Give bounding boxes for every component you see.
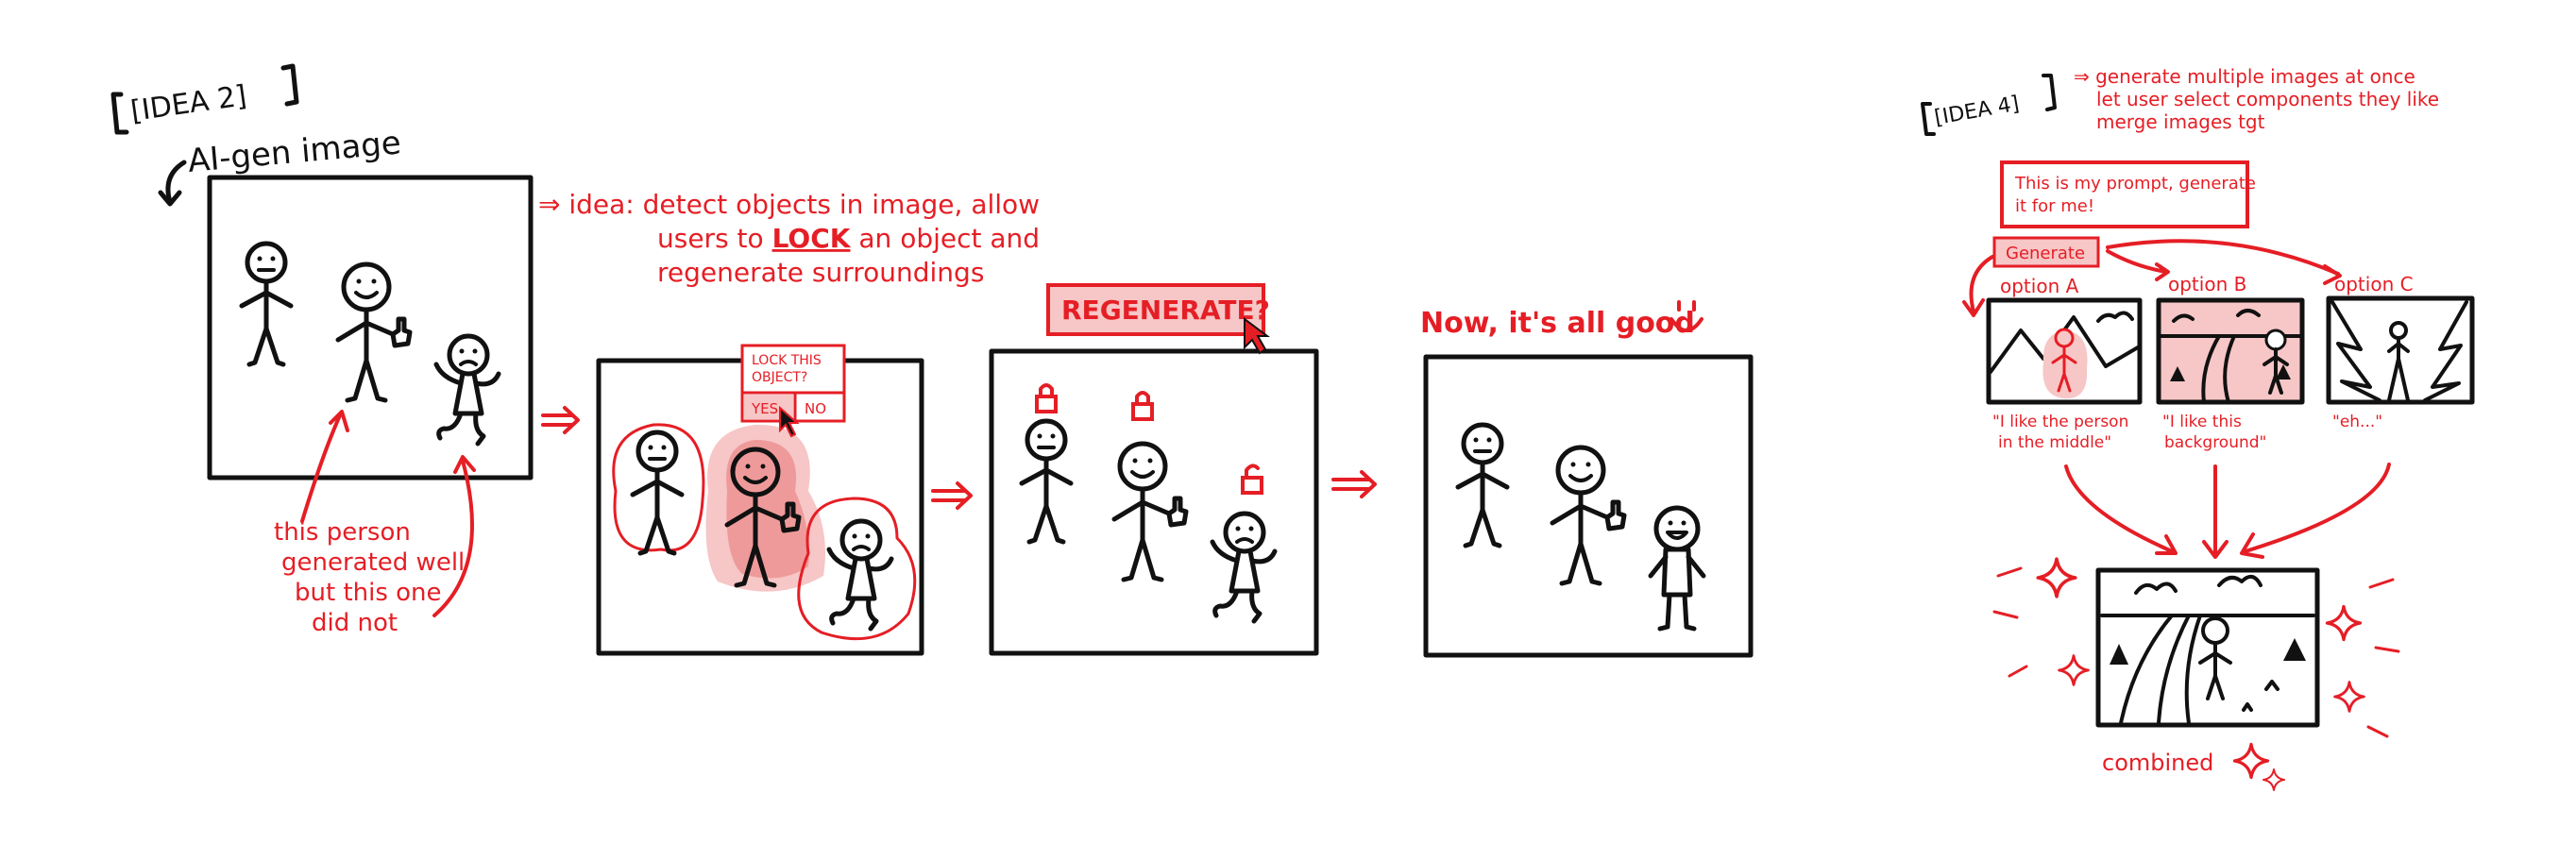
figure-distorted (1212, 514, 1275, 621)
figure-happy-thumbs-up (338, 264, 410, 400)
option-a-quote-line2: in the middle" (1998, 433, 2111, 452)
cursor-icon (779, 405, 800, 438)
flow-arrow-1 (541, 406, 580, 434)
idea2-tag-bracket (110, 63, 299, 135)
generate-arrows (1962, 239, 2342, 317)
svg-text:⇒ idea: detect objects in imag: ⇒ idea: detect objects in image, allow (538, 189, 1040, 220)
idea4-description: ⇒ generate multiple images at once let u… (2074, 65, 2439, 133)
figure-distorted (829, 521, 891, 629)
idea-description: ⇒ idea: detect objects in image, allow u… (538, 189, 1040, 288)
sparkle-group (1992, 557, 2400, 791)
option-a-quote-line1: "I like the person (1992, 413, 2128, 431)
figure-happy-thumbs-up (1114, 444, 1186, 580)
frame-ai-gen-image (207, 175, 534, 481)
popup-no-button[interactable]: NO (805, 400, 826, 417)
merge-arrows (2064, 463, 2391, 559)
figure-neutral (242, 244, 291, 364)
option-b-label: option B (2168, 273, 2246, 295)
option-b-image[interactable] (2156, 297, 2305, 405)
flow-arrow-2 (931, 481, 973, 510)
svg-text:⇒ generate multiple images at: ⇒ generate multiple images at once (2074, 65, 2415, 88)
idea2-tag: [IDEA 2] (128, 79, 248, 128)
pointer-arrow-2 (432, 455, 476, 617)
note-text: this person generated well but this one … (274, 518, 465, 637)
figure-happy-thumbs-up (1552, 447, 1624, 583)
option-b-quote-line1: "I like this (2162, 413, 2242, 431)
locked-padlock-icon (1131, 391, 1154, 421)
combined-label: combined (2102, 750, 2213, 776)
generate-button[interactable]: Generate (1992, 236, 2100, 268)
svg-text:merge images tgt: merge images tgt (2096, 110, 2265, 133)
curved-arrow (158, 160, 187, 207)
svg-text:generated well: generated well (281, 548, 465, 577)
ai-gen-label: AI-gen image (186, 124, 402, 180)
svg-text:users to LOCK an object and: users to LOCK an object and (657, 223, 1040, 254)
locked-padlock-icon (1035, 383, 1058, 413)
unlocked-padlock-icon (1241, 464, 1263, 495)
flow-arrow-3 (1331, 470, 1377, 498)
final-caption: Now, it's all good (1420, 307, 1695, 340)
svg-text:OBJECT?: OBJECT? (752, 370, 807, 385)
figure-distorted (436, 336, 499, 444)
svg-text:but this one: but this one (295, 579, 442, 607)
idea4-tag: [IDEA 4] (1933, 93, 2022, 130)
prompt-text-line2: it for me! (2015, 196, 2094, 216)
svg-text:regenerate surroundings: regenerate surroundings (657, 257, 984, 288)
option-b-quote-line2: background" (2164, 433, 2266, 452)
frame-regenerate (989, 348, 1319, 656)
svg-text:let user select components the: let user select components they like (2096, 88, 2439, 110)
option-c-label: option C (2334, 273, 2414, 295)
option-c-quote-line1: "eh..." (2332, 413, 2382, 431)
combined-image (2095, 567, 2320, 728)
svg-text:this person: this person (274, 518, 411, 547)
prompt-box[interactable]: This is my prompt, generate it for me! (2000, 160, 2256, 228)
option-c-image[interactable] (2326, 295, 2475, 405)
prompt-text-line1: This is my prompt, generate (2014, 174, 2256, 194)
pointer-arrow-1 (300, 410, 349, 523)
regenerate-button[interactable]: REGENERATE? (1046, 283, 1270, 336)
regenerate-label: REGENERATE? (1061, 295, 1270, 326)
option-a-image[interactable] (1986, 297, 2143, 405)
figure-neutral (633, 432, 682, 553)
svg-text:LOCK THIS: LOCK THIS (752, 353, 822, 368)
popup-yes-label: YES (751, 400, 778, 417)
cursor-icon (1244, 317, 1270, 355)
frame-final-result (1423, 354, 1754, 658)
figure-neutral (1458, 425, 1507, 546)
figure-smiling (1651, 508, 1703, 629)
figure-neutral (1022, 421, 1071, 542)
generate-label: Generate (2006, 244, 2085, 263)
idea4-tag-bracket (1921, 74, 2057, 136)
svg-text:did not: did not (312, 609, 398, 637)
smiley-icon (1669, 300, 1703, 332)
option-a-label: option A (2000, 275, 2079, 297)
